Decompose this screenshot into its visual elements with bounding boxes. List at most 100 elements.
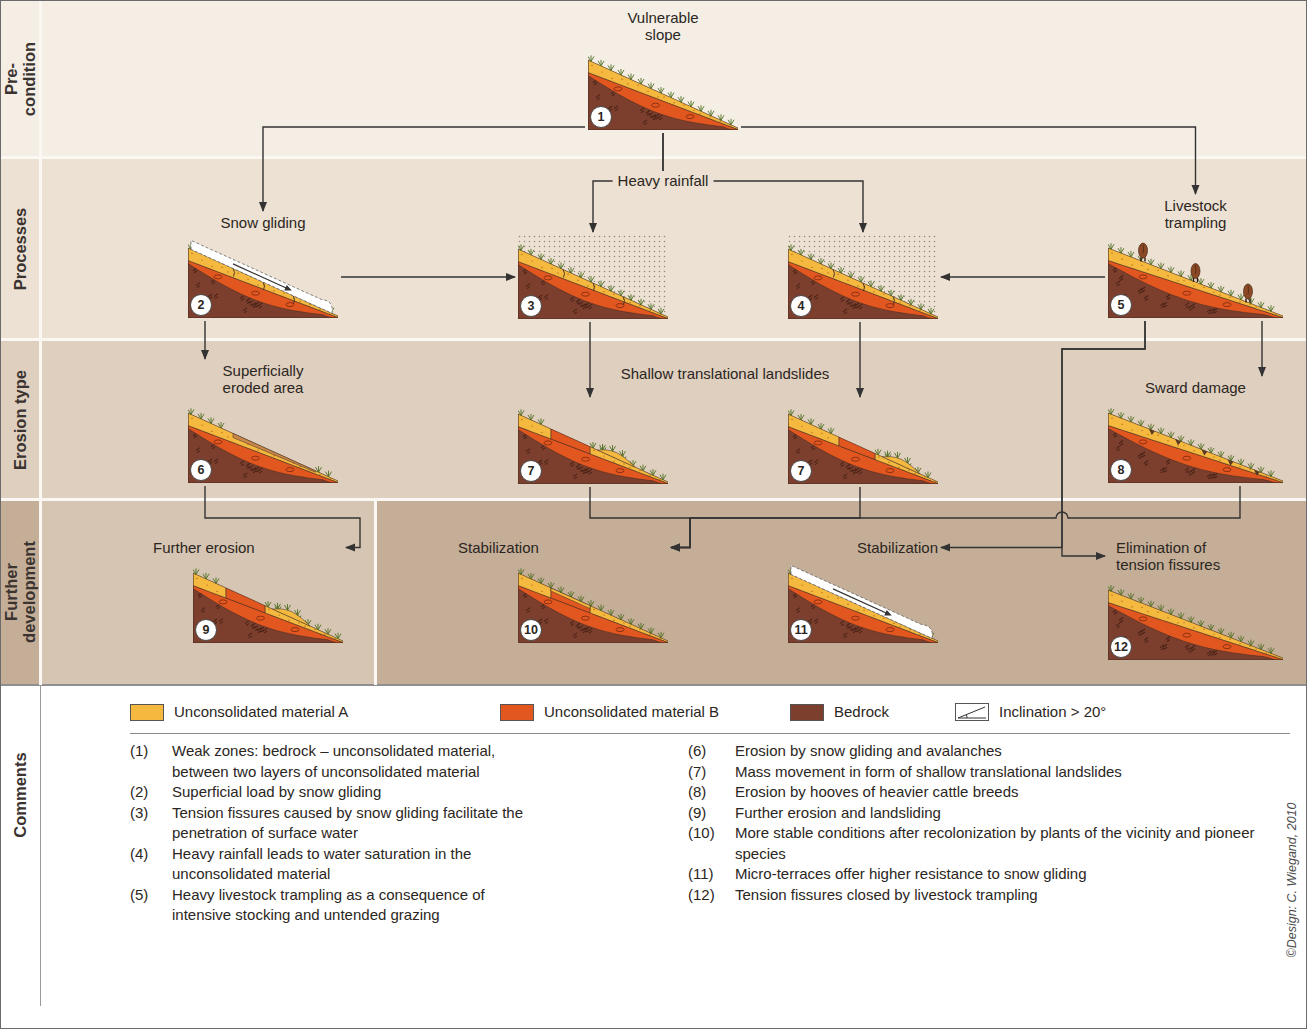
- material-a: [1108, 413, 1283, 483]
- bedrock-mark: [243, 473, 247, 478]
- grass-tuft: [265, 601, 271, 607]
- bedrock-mark: [1185, 645, 1189, 650]
- comment-number: (6): [688, 741, 735, 762]
- grass-tuft: [868, 281, 874, 287]
- grain: [663, 97, 664, 98]
- grass-tuft: [1238, 294, 1244, 300]
- grain: [1131, 606, 1132, 607]
- comment-number: (1): [130, 741, 172, 782]
- grass-tuft: [1128, 251, 1134, 257]
- grain: [811, 267, 812, 268]
- grain: [699, 113, 700, 114]
- bedrock-mark: [843, 309, 847, 314]
- grass-tuft: [828, 428, 834, 434]
- landslide-scar: [839, 437, 875, 460]
- grass-tuft: [888, 290, 894, 296]
- grain: [288, 620, 289, 621]
- material-a: [193, 573, 226, 598]
- column-separator: [374, 500, 377, 685]
- slope-outline: [518, 414, 668, 484]
- grain: [1177, 445, 1178, 446]
- grass-tuft: [638, 78, 644, 84]
- bedrock: [1108, 413, 1283, 483]
- panel-heading: Snow gliding: [188, 214, 338, 231]
- grain: [268, 609, 269, 610]
- grass-tuft: [1228, 632, 1234, 638]
- grass-tuft: [548, 258, 554, 264]
- stone: [1223, 303, 1231, 307]
- grain: [299, 301, 300, 302]
- bedrock-mark: [1141, 287, 1145, 292]
- legend-text: Unconsolidated material B: [544, 703, 719, 721]
- band: Erosion typeSuperficially eroded area677…: [0, 340, 1307, 500]
- bedrock-mark: [526, 284, 530, 289]
- grass-tuft: [528, 573, 534, 579]
- stone: [1139, 275, 1147, 279]
- legend-swatch: [130, 704, 164, 721]
- grass-tuft: [798, 414, 804, 420]
- grain: [221, 432, 222, 433]
- illustration-slot: 3: [518, 235, 668, 319]
- comment-text: Erosion by hooves of heavier cattle bree…: [735, 782, 1255, 803]
- bedrock-mark: [858, 304, 862, 309]
- comment-text: Tension fissures closed by livestock tra…: [735, 885, 1255, 906]
- panel-heading: Stabilization: [738, 539, 938, 556]
- bedrock-mark: [1185, 468, 1189, 473]
- grass-tuft: [848, 272, 854, 278]
- grass-tuft: [1198, 278, 1204, 284]
- slope-panel: Further erosion9: [150, 536, 346, 646]
- grain: [827, 437, 828, 438]
- stone: [652, 103, 660, 107]
- glide-arrow-head: [284, 285, 292, 291]
- grass-tuft: [1218, 286, 1224, 292]
- column-separator: [40, 686, 41, 1006]
- grain: [1219, 295, 1220, 296]
- grain: [1255, 648, 1256, 649]
- comment-row: (1)Weak zones: bedrock – unconsolidated …: [130, 741, 532, 782]
- bedrock-mark: [570, 297, 574, 302]
- panel-heading: Further erosion: [153, 539, 303, 556]
- grass-tuft: [808, 253, 814, 259]
- tension-fissure: [623, 297, 625, 305]
- grass-tuft: [1258, 644, 1264, 650]
- bedrock-mark: [840, 621, 844, 626]
- stone: [852, 292, 860, 296]
- connector-arrow: [859, 322, 860, 397]
- erosion-group-label: Shallow translational landslides: [621, 365, 829, 383]
- grain: [211, 266, 212, 267]
- grain: [211, 431, 212, 432]
- comment-row: (6)Erosion by snow gliding and avalanche…: [688, 741, 1255, 762]
- bedrock-mark: [858, 469, 862, 474]
- grain: [934, 481, 935, 482]
- bedrock-mark: [646, 110, 650, 115]
- hoof-damage: [1175, 439, 1181, 445]
- grain: [1265, 311, 1266, 312]
- illustration-slot: 1: [588, 46, 738, 130]
- grain: [899, 302, 900, 303]
- material-a: [1108, 590, 1283, 660]
- grass-tuft: [1218, 628, 1224, 634]
- grass-tuft: [788, 409, 794, 415]
- grass-tuft: [218, 422, 224, 428]
- cow: [1244, 284, 1253, 299]
- grass-tuft: [1128, 593, 1134, 599]
- grass-tuft: [1138, 420, 1144, 426]
- grass-tuft: [928, 308, 934, 314]
- bedrock-mark: [1141, 452, 1145, 457]
- connector-arrow: [204, 321, 205, 359]
- bedrock-mark: [814, 295, 818, 300]
- glide-arrow: [233, 264, 290, 290]
- material-a: [590, 447, 668, 484]
- slope-outline: [193, 573, 343, 643]
- grain: [914, 473, 915, 474]
- grass-tuft: [295, 609, 301, 615]
- inclination-symbol-slot: [955, 703, 989, 721]
- bedrock-mark: [1141, 629, 1145, 634]
- grass-tuft: [193, 568, 199, 574]
- grass-tuft: [213, 577, 219, 583]
- material-a: [265, 606, 343, 643]
- grain: [191, 253, 192, 254]
- grain: [1111, 253, 1112, 254]
- bedrock-mark: [814, 460, 818, 465]
- grass-tuft: [315, 624, 321, 630]
